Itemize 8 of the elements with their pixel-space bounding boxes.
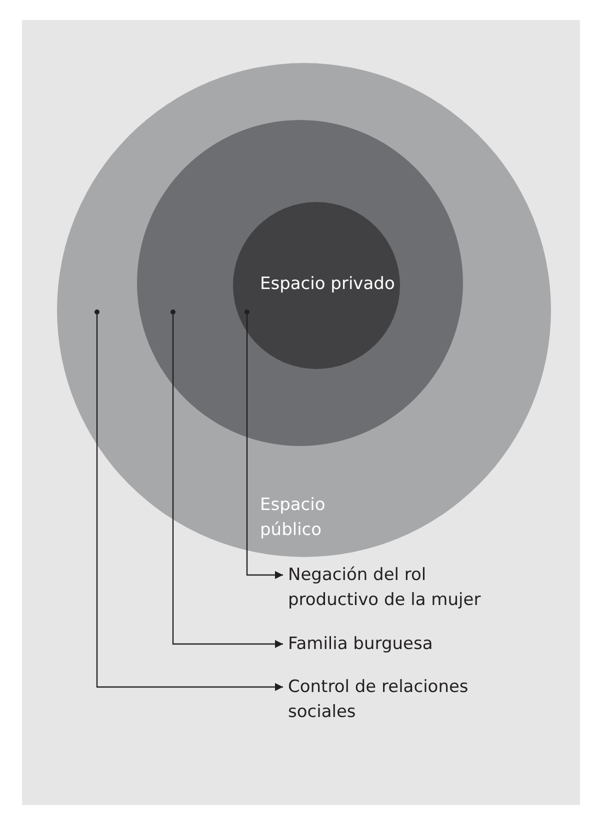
leader-line bbox=[94, 310, 283, 691]
area-label: Espacio privado bbox=[260, 273, 396, 296]
leader-line bbox=[170, 310, 283, 648]
callout-label: Familia burguesa bbox=[288, 632, 538, 657]
area-label: Espacio público bbox=[260, 494, 326, 542]
callout-label: Negación del rol productivo de la mujer bbox=[288, 563, 518, 613]
callout-label: Control de relaciones sociales bbox=[288, 675, 488, 725]
leader-line bbox=[244, 310, 283, 579]
